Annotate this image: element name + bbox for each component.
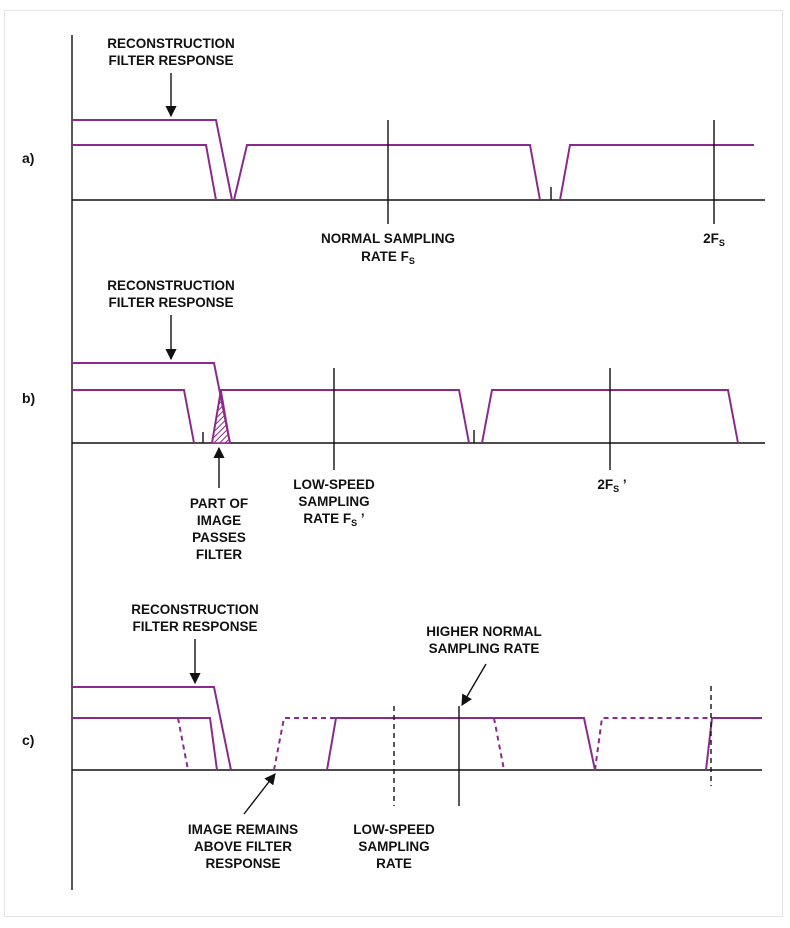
panel-c-lowspeed-baseband-edge (177, 717, 189, 771)
panel-b-low-rate-line3: RATE FS ’ (303, 511, 364, 528)
panel-c-higher-rate-line1: HIGHER NORMAL (426, 624, 542, 639)
panel-b: b) RECONSTRUCTION FILTER RESPONSE PART O… (22, 278, 765, 562)
panel-c-lowspeed-image-1-right (493, 717, 505, 771)
panel-b-label: b) (22, 390, 35, 406)
panel-b-filter-label-line1: RECONSTRUCTION (107, 278, 235, 293)
panel-a-image-spectrum-2 (559, 144, 754, 201)
panel-c-image-spectrum-2 (705, 717, 762, 771)
panel-c-image-spectrum-1 (326, 717, 596, 771)
panel-c-lowspeed-image-1-left (273, 717, 336, 771)
panel-c-low-line3: RATE (376, 856, 412, 871)
panel-c: c) RECONSTRUCTION FILTER RESPONSE HIGHER… (22, 602, 762, 871)
panel-c-baseband-spectrum (72, 717, 218, 771)
panel-a-normal-rate-line2: RATE FS (361, 249, 415, 266)
figure-frame (4, 10, 783, 917)
panel-b-part-line1: PART OF (190, 496, 248, 511)
panel-a-image-spectrum-1 (233, 144, 541, 201)
panel-c-low-line1: LOW-SPEED (353, 822, 435, 837)
panel-a-filter-label-line1: RECONSTRUCTION (107, 36, 235, 51)
panel-b-low-rate-line2: SAMPLING (298, 494, 369, 509)
panel-a-2fs-label: 2FS (703, 231, 725, 248)
panel-a: a) RECONSTRUCTION FILTER RESPONSE NORMAL… (22, 36, 765, 266)
panel-b-part-line3: PASSES (192, 530, 246, 545)
panel-b-part-line2: IMAGE (197, 513, 241, 528)
panel-b-baseband-spectrum (72, 389, 195, 444)
panel-a-filter-label-line2: FILTER RESPONSE (108, 53, 233, 68)
panel-c-filter-label-line2: FILTER RESPONSE (132, 619, 257, 634)
panel-c-image-line2: ABOVE FILTER (194, 839, 292, 854)
panel-b-low-rate-line1: LOW-SPEED (293, 477, 375, 492)
panel-c-image-line1: IMAGE REMAINS (188, 822, 298, 837)
panel-c-filter-response (72, 686, 232, 771)
panel-c-label: c) (22, 732, 34, 748)
panel-c-low-line2: SAMPLING (358, 839, 429, 854)
panel-b-filter-response (72, 362, 231, 444)
panel-c-filter-label-line1: RECONSTRUCTION (131, 602, 259, 617)
panel-c-image-arrow (243, 773, 276, 815)
panel-c-lowspeed-image-2 (594, 717, 708, 771)
panel-b-2fs-label: 2FS ’ (597, 477, 626, 494)
panel-a-filter-response (72, 119, 233, 201)
panel-a-label: a) (22, 150, 34, 166)
panel-a-normal-rate-line1: NORMAL SAMPLING (321, 231, 455, 246)
panel-b-part-line4: FILTER (196, 547, 242, 562)
panel-b-filter-label-line2: FILTER RESPONSE (108, 295, 233, 310)
panel-c-higher-rate-line2: SAMPLING RATE (429, 641, 540, 656)
panel-a-baseband-spectrum (72, 144, 217, 201)
panel-b-image-spectrum-1 (211, 389, 470, 444)
panel-c-higher-rate-arrow (461, 663, 487, 706)
panel-c-image-line3: RESPONSE (205, 856, 280, 871)
